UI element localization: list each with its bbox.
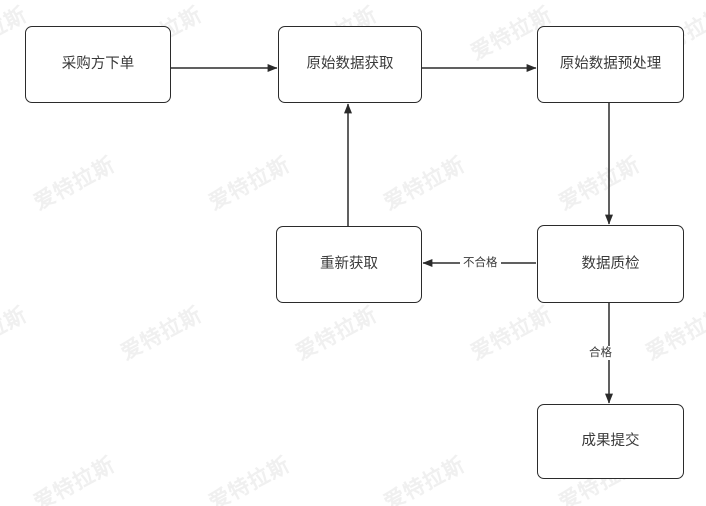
node-label-data-quality-inspection: 数据质检 xyxy=(581,255,640,272)
node-raw-data-preprocessing[interactable]: 原始数据预处理 xyxy=(537,26,684,103)
edge-label-qualified: 合格 xyxy=(586,346,615,360)
node-data-quality-inspection[interactable]: 数据质检 xyxy=(537,225,684,303)
node-re-acquire[interactable]: 重新获取 xyxy=(276,226,422,303)
node-raw-data-acquisition[interactable]: 原始数据获取 xyxy=(278,26,422,103)
edge-label-unqualified: 不合格 xyxy=(460,256,501,270)
node-label-raw-data-acquisition: 原始数据获取 xyxy=(306,56,394,73)
node-label-raw-data-preprocessing: 原始数据预处理 xyxy=(559,56,662,73)
node-buyer-order[interactable]: 采购方下单 xyxy=(25,26,171,103)
node-label-result-submission: 成果提交 xyxy=(581,433,640,450)
node-result-submission[interactable]: 成果提交 xyxy=(537,404,684,479)
node-label-re-acquire: 重新获取 xyxy=(320,256,378,273)
node-label-buyer-order: 采购方下单 xyxy=(61,56,135,73)
